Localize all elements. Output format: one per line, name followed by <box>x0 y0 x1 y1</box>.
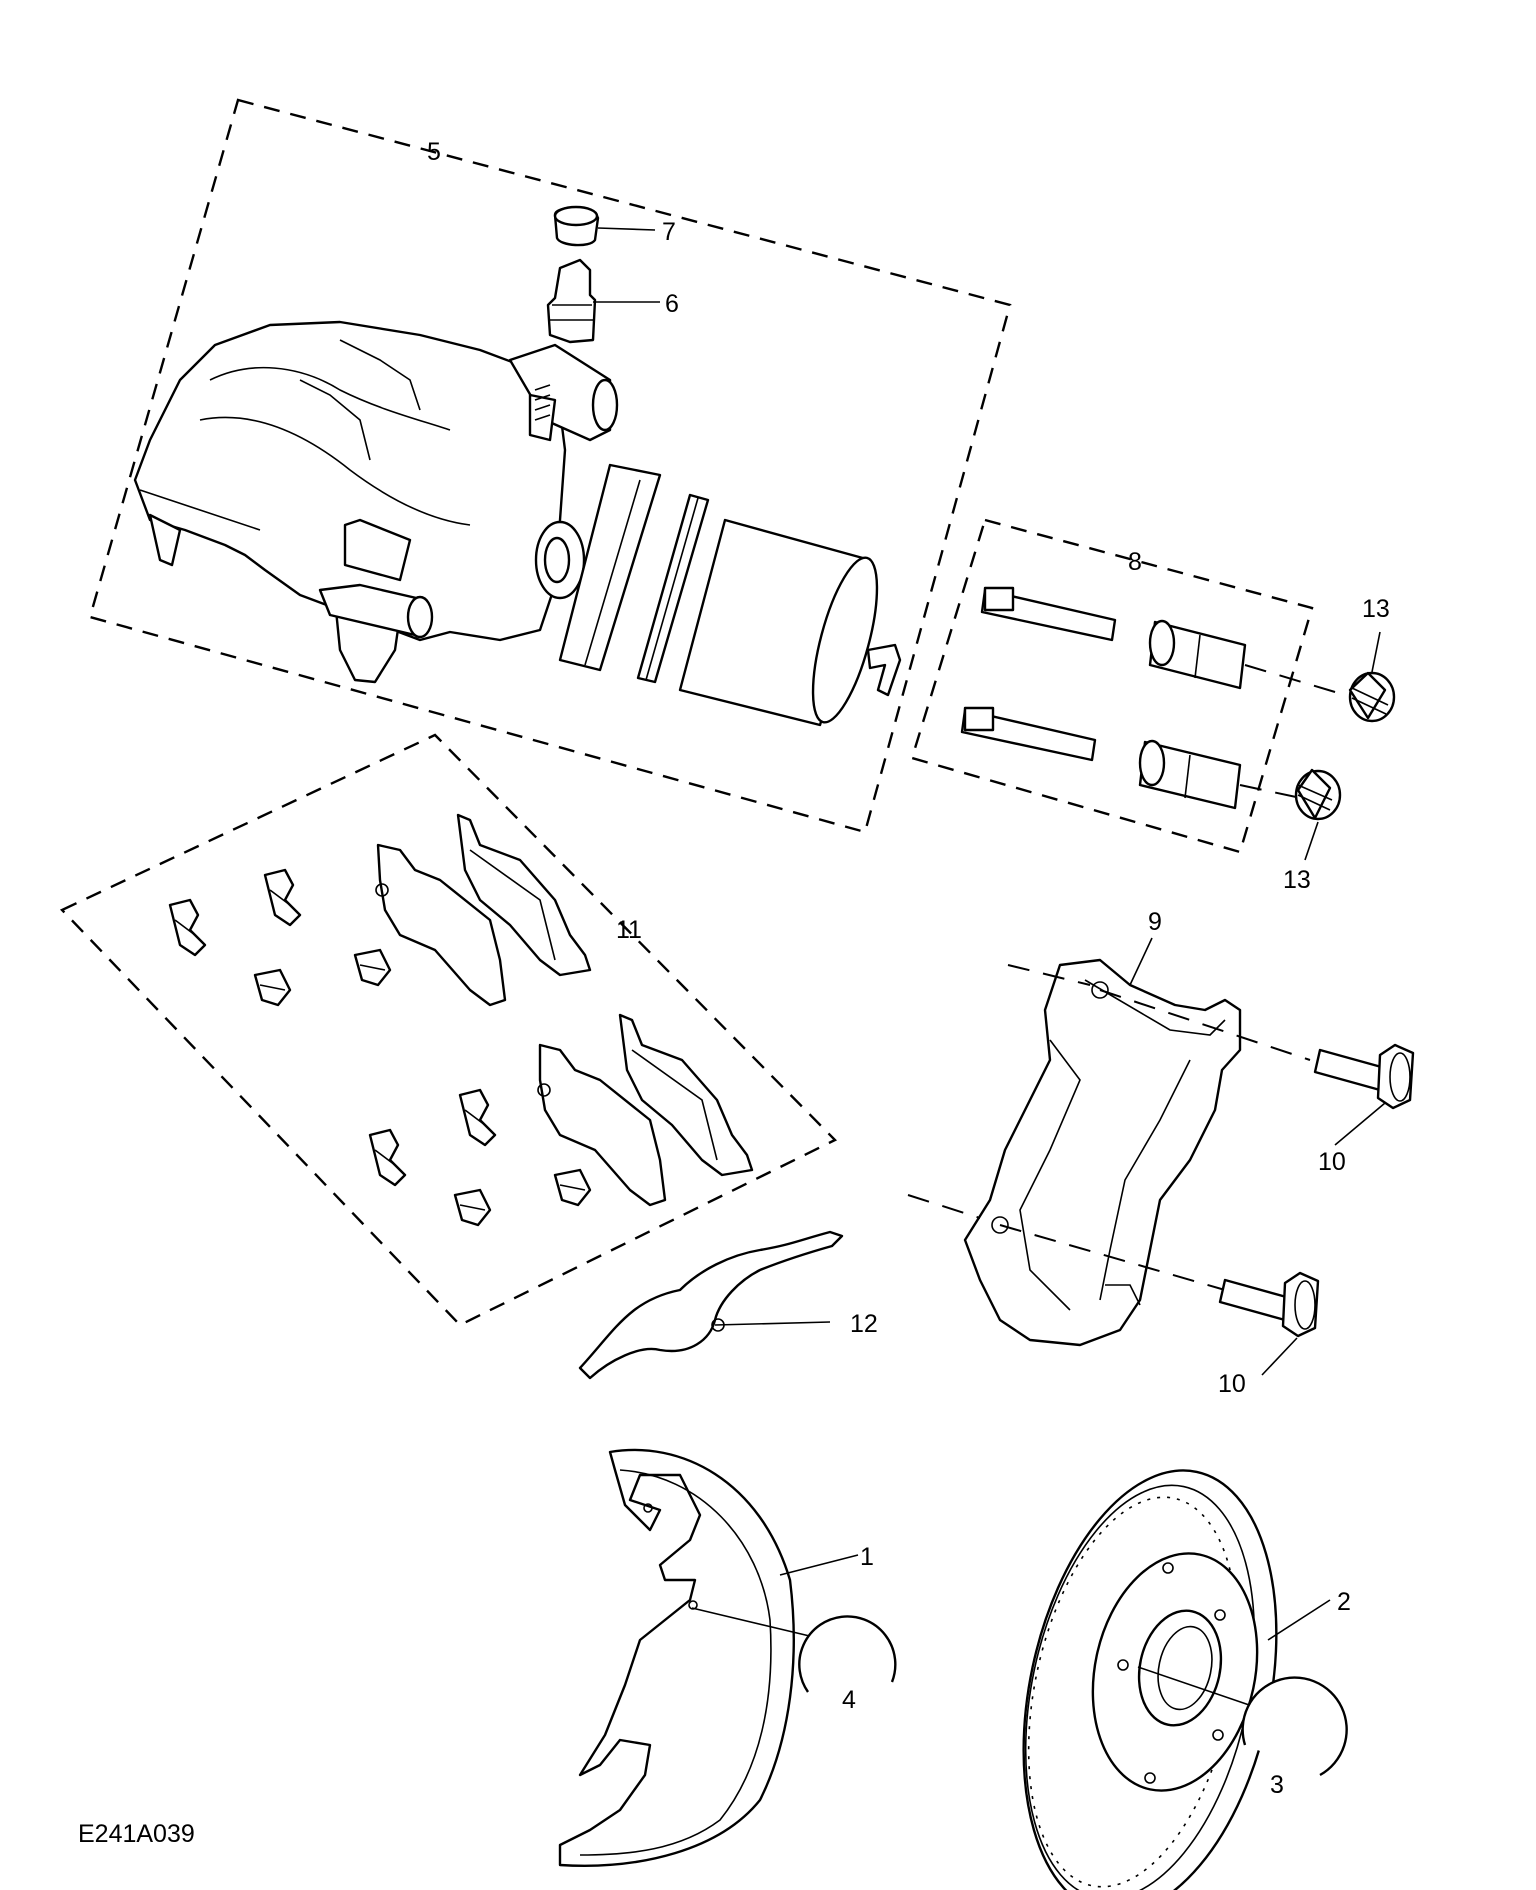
callout-9: 9 <box>1148 908 1162 936</box>
brake-pad-inner-upper <box>375 843 507 1007</box>
caliper-kit-boundary <box>88 98 1012 834</box>
callout-3: 3 <box>1270 1771 1284 1799</box>
callout-8: 8 <box>1128 548 1142 576</box>
carrier-bolt-lower <box>1218 1271 1320 1338</box>
detail-circle-3 <box>1241 1676 1348 1777</box>
guide-clip <box>866 643 902 697</box>
callout-7: 7 <box>662 218 676 246</box>
callout-13-upper: 13 <box>1362 595 1390 623</box>
guide-pin-dust-cap-lower <box>1294 768 1342 821</box>
guide-pin-kit-boundary <box>910 518 1314 854</box>
callout-10-upper: 10 <box>1318 1148 1346 1176</box>
callout-6: 6 <box>665 290 679 318</box>
caliper-carrier-bracket <box>963 958 1242 1347</box>
brake-pad-inner-lower <box>537 1043 667 1207</box>
callout-2: 2 <box>1337 1588 1351 1616</box>
brake-pad-kit-boundary <box>59 733 838 1327</box>
bleed-screw <box>546 258 597 344</box>
caliper-piston <box>678 518 879 727</box>
callout-5: 5 <box>427 138 441 166</box>
guide-pin-lower <box>960 706 1242 810</box>
brake-pad-outer-lower <box>618 1013 754 1177</box>
anti-rattle-spring <box>578 1230 844 1380</box>
brake-disc <box>1022 1469 1278 1890</box>
callout-12: 12 <box>850 1310 878 1338</box>
bleed-screw-cap <box>553 205 600 247</box>
guide-pin-upper <box>980 586 1247 690</box>
piston-dust-ring <box>636 493 710 684</box>
callout-1: 1 <box>860 1543 874 1571</box>
brake-pad-outer-upper <box>456 813 592 977</box>
callout-10-lower: 10 <box>1218 1370 1246 1398</box>
guide-pin-dust-cap-upper <box>1348 671 1396 723</box>
carrier-bolt-upper <box>1313 1043 1415 1110</box>
callout-11: 11 <box>616 916 642 944</box>
brake-splash-shield <box>558 1448 795 1867</box>
pad-retaining-clips-upper <box>168 868 392 1007</box>
caliper-housing <box>133 320 619 684</box>
piston-seal <box>558 463 662 672</box>
callout-13-lower: 13 <box>1283 866 1311 894</box>
pad-retaining-clips-lower <box>368 1088 592 1227</box>
leader-lines <box>593 227 1386 1709</box>
detail-circle-4 <box>798 1615 897 1693</box>
callout-4: 4 <box>842 1686 856 1714</box>
figure-code: E241A039 <box>78 1820 195 1848</box>
